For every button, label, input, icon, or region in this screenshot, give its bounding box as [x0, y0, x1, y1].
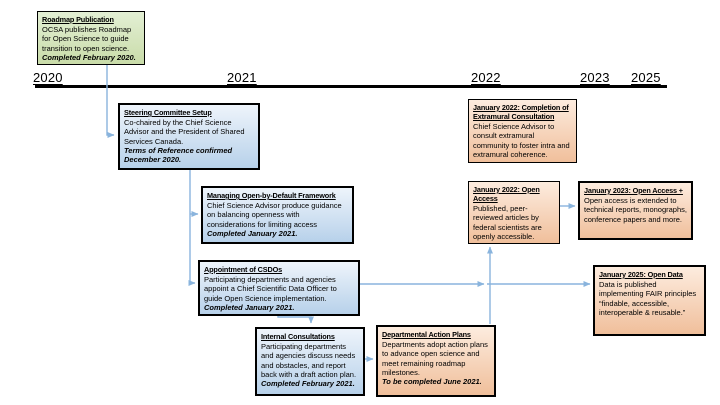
year-label-2020: 2020: [33, 70, 63, 85]
milestone-body: Departments adopt action plans to advanc…: [382, 340, 488, 377]
milestone-box-appointment-csdos: Appointment of CSDOs Participating depar…: [198, 260, 360, 317]
milestone-box-open-access-2022: January 2022: Open Access Published, pee…: [468, 181, 560, 245]
milestone-body: Chief Science Advisor to consult extramu…: [473, 122, 570, 159]
year-label-2023: 2023: [580, 70, 610, 85]
milestone-title: Roadmap Publication: [42, 15, 114, 24]
milestone-title: January 2025: Open Data: [599, 270, 683, 279]
milestone-title: January 2022: Completion of Extramural C…: [473, 103, 569, 122]
milestone-title: Departmental Action Plans: [382, 330, 471, 339]
year-label-2021: 2021: [227, 70, 257, 85]
milestone-status: Completed February 2021.: [261, 379, 355, 389]
milestone-body: Open access is extended to technical rep…: [584, 196, 687, 224]
milestone-status: Completed January 2021.: [204, 302, 295, 312]
milestone-box-extramural-consultation: January 2022: Completion of Extramural C…: [468, 99, 577, 163]
milestone-status: Completed January 2021.: [207, 228, 298, 238]
milestone-title: Appointment of CSDOs: [204, 265, 283, 274]
milestone-body: Participating departments and agencies a…: [204, 275, 337, 303]
year-label-2025: 2025: [631, 70, 661, 85]
milestone-box-open-data-2025: January 2025: Open Data Data is publishe…: [593, 265, 706, 336]
milestone-title: January 2023: Open Access +: [584, 186, 683, 195]
milestone-box-internal-consultations: Internal Consultations Participating dep…: [255, 327, 365, 396]
milestone-status: Completed February 2020.: [42, 52, 136, 62]
milestone-body: Chief Science Advisor produce guidance o…: [207, 201, 342, 229]
milestone-body: Participating departments and agencies d…: [261, 342, 357, 379]
milestone-status: To be completed June 2021.: [382, 377, 482, 387]
milestone-body: OCSA publishes Roadmap for Open Science …: [42, 25, 132, 53]
milestone-body: Published, peer-reviewed articles by fed…: [473, 204, 542, 241]
milestone-title: Internal Consultations: [261, 332, 335, 341]
milestone-body: Co-chaired by the Chief Science Advisor …: [124, 118, 245, 146]
milestone-body: Data is published implementing FAIR prin…: [599, 280, 697, 317]
milestone-box-managing-framework: Managing Open-by-Default Framework Chief…: [201, 186, 354, 244]
milestone-title: January 2022: Open Access: [473, 185, 540, 204]
milestone-title: Steering Committee Setup: [124, 108, 212, 117]
milestone-box-departmental-action-plans: Departmental Action Plans Departments ad…: [376, 325, 496, 397]
timeline-axis: [35, 85, 667, 88]
milestone-title: Managing Open-by-Default Framework: [207, 191, 336, 200]
year-label-2022: 2022: [471, 70, 501, 85]
milestone-box-roadmap-publication: Roadmap Publication OCSA publishes Roadm…: [37, 11, 145, 66]
milestone-box-steering-committee: Steering Committee Setup Co-chaired by t…: [118, 103, 260, 170]
connector-roadmap-to-steering: [106, 63, 115, 138]
milestone-status: Terms of Reference confirmed December 20…: [124, 145, 233, 165]
milestone-box-open-access-plus-2023: January 2023: Open Access + Open access …: [578, 181, 693, 240]
